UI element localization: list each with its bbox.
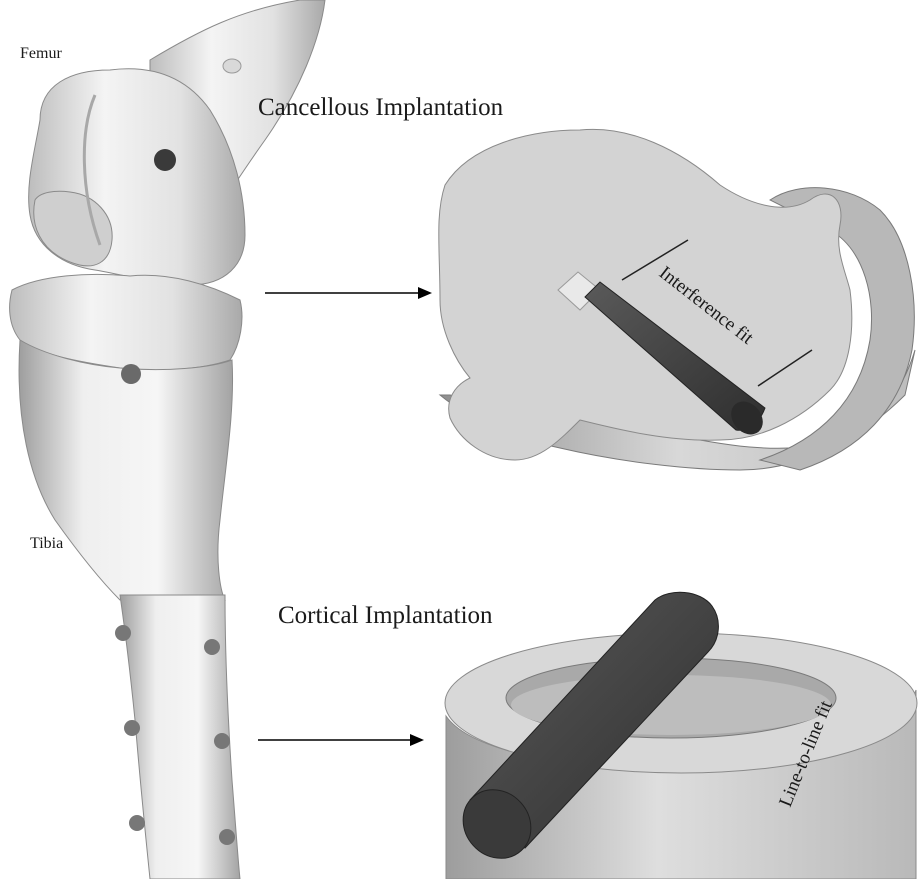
cancellous-title: Cancellous Implantation (258, 94, 504, 121)
tibia-screw-bump (124, 720, 140, 736)
tibia-screw-bump (219, 829, 235, 845)
femur-label: Femur (20, 45, 62, 62)
arrow-to-cortical (258, 734, 424, 746)
tibia-marker (121, 364, 141, 384)
tibia-screw-bump (115, 625, 131, 641)
tibia-screw-bump (204, 639, 220, 655)
tibia-screw-bump (129, 815, 145, 831)
arrow-to-cancellous (265, 287, 432, 299)
femur-marker (154, 149, 176, 171)
tibia-bone (10, 274, 242, 879)
tibia-label: Tibia (30, 535, 63, 552)
cortical-title: Cortical Implantation (278, 602, 493, 629)
cortical-section: Line-to-line fit (445, 592, 917, 879)
cancellous-section: Interference fit (439, 129, 915, 470)
tibia-screw-bump (214, 733, 230, 749)
femur-bone (29, 0, 325, 285)
